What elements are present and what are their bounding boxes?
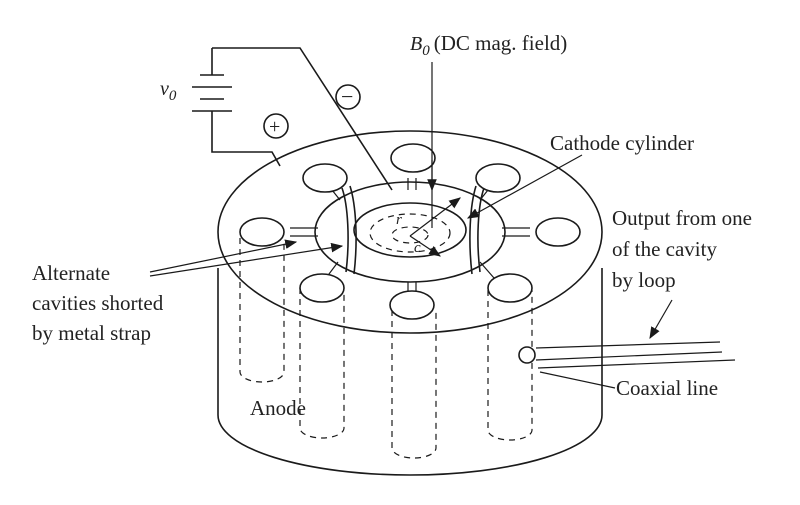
minus-terminal-icon bbox=[335, 84, 361, 110]
cathode-cylinder bbox=[353, 202, 467, 258]
cavity-bottom bbox=[389, 290, 435, 320]
radius-arrows: r c bbox=[396, 197, 461, 257]
anode-label: Anode bbox=[250, 396, 306, 420]
dc-supply: + − bbox=[192, 47, 393, 191]
cavity-top-right bbox=[475, 163, 521, 193]
output-label-line3: by loop bbox=[612, 268, 676, 292]
plus-sign: + bbox=[269, 116, 280, 138]
cavity-bores bbox=[239, 238, 533, 459]
alternate-label-line3: by metal strap bbox=[32, 321, 151, 345]
b0-label: B0(DC mag. field) bbox=[410, 31, 567, 59]
leader-lines bbox=[149, 154, 616, 389]
r-label: r bbox=[396, 212, 402, 228]
resonant-cavities bbox=[239, 143, 581, 320]
minus-sign: − bbox=[341, 84, 353, 109]
output-coax bbox=[518, 299, 736, 369]
v0-label: v0 bbox=[160, 78, 177, 104]
cavity-right bbox=[535, 217, 581, 247]
coaxial-label: Coaxial line bbox=[616, 376, 718, 400]
metal-strap bbox=[341, 185, 485, 275]
alternate-label-line1: Alternate bbox=[32, 261, 110, 285]
cavity-top bbox=[390, 143, 436, 173]
cavity-top-left bbox=[302, 163, 348, 193]
output-loop-icon bbox=[518, 346, 536, 364]
cavity-bottom-left bbox=[299, 273, 345, 303]
output-label-line1: Output from one bbox=[612, 206, 752, 230]
output-label-line2: of the cavity bbox=[612, 237, 717, 261]
text-labels: B0(DC mag. field) v0 Cathode cylinder Ou… bbox=[32, 31, 752, 420]
cathode-label: Cathode cylinder bbox=[550, 131, 694, 155]
cavity-left bbox=[239, 217, 285, 247]
c-label: c bbox=[414, 240, 421, 256]
alternate-label-line2: cavities shorted bbox=[32, 291, 164, 315]
plus-terminal-icon bbox=[263, 113, 289, 139]
cavity-bottom-right bbox=[487, 273, 533, 303]
